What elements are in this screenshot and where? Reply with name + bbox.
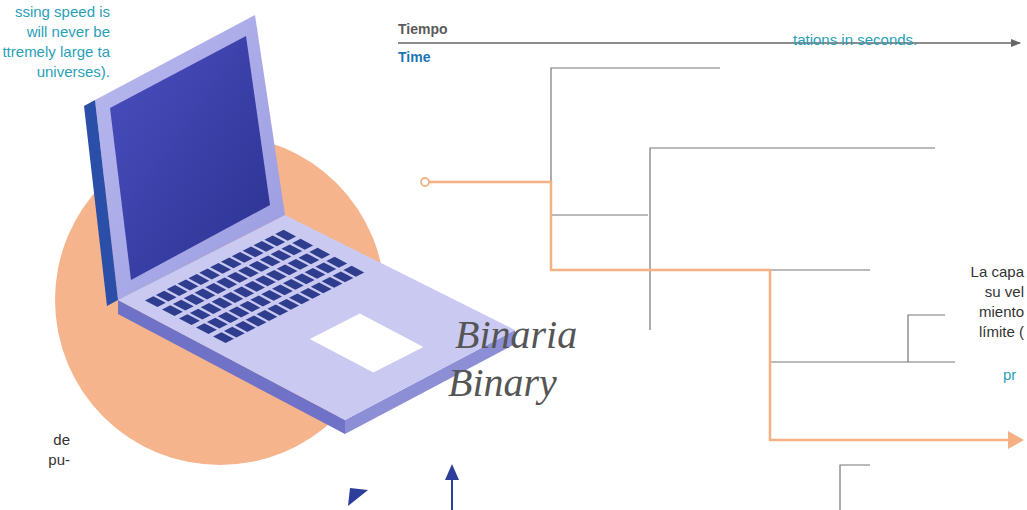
- key: [326, 257, 347, 268]
- touchpad: [310, 314, 424, 373]
- axis-arrowhead: [445, 464, 459, 480]
- axis-arrow: [451, 478, 453, 510]
- note-text: tations in seconds.: [793, 30, 917, 50]
- laptop-screen: [110, 36, 270, 280]
- highlight-path: [429, 182, 1008, 440]
- timeline-arrow: [398, 42, 1020, 44]
- axis-label: Tiempo: [398, 19, 448, 39]
- axis-arrowhead: [348, 488, 368, 506]
- tree-lines: [551, 68, 955, 510]
- body-text: de pu-: [40, 430, 70, 470]
- start-dot: [421, 178, 429, 186]
- axis-label: Time: [398, 47, 430, 67]
- body-text: La capa su vel miento límite (: [958, 262, 1024, 342]
- key: [292, 239, 313, 250]
- title-word: Binary: [448, 360, 557, 406]
- note-text: ssing speed is will never be ttremely la…: [0, 2, 110, 82]
- key: [275, 230, 296, 241]
- laptop-lid: [95, 15, 285, 300]
- title-word: Binaria: [455, 312, 577, 358]
- note-text: pr: [1003, 365, 1016, 385]
- highlight-arrowhead: [1008, 431, 1024, 449]
- key: [343, 266, 364, 277]
- key: [309, 248, 330, 259]
